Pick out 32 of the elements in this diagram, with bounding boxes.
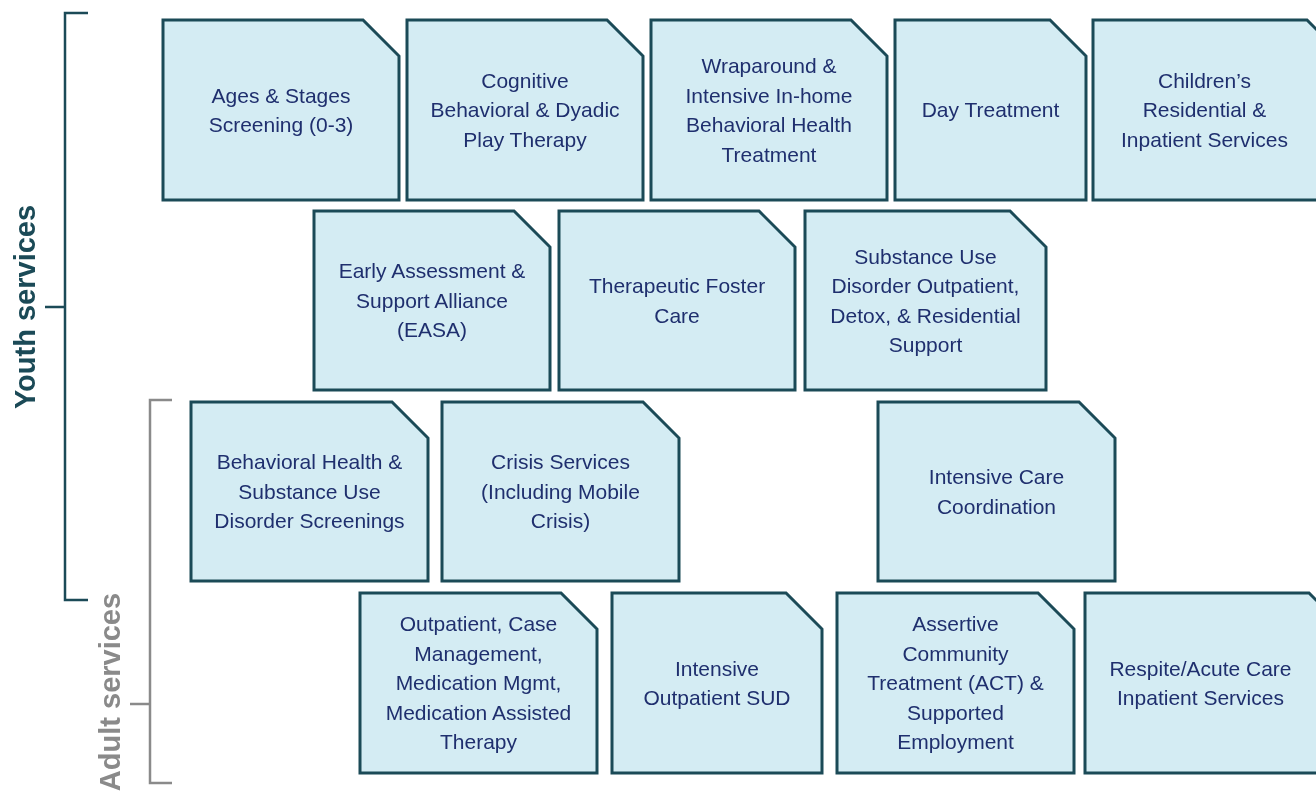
card-text: Cognitive Behavioral & Dyadic Play Therapy: [429, 67, 621, 153]
card-text: Day Treatment: [921, 97, 1060, 124]
service-card: [895, 20, 1086, 200]
service-card: [1093, 20, 1316, 200]
service-card: [314, 211, 550, 390]
card-text: Assertive Community Treatment (ACT) & Supported Employment: [866, 611, 1045, 756]
card-text: Substance Use Disorder Outpatient, Detox, & Residential Support: [829, 243, 1022, 358]
card-text: Intensive Care Coordination: [927, 464, 1066, 520]
service-card: [407, 20, 643, 200]
card-text: Intensive Outpatient SUD: [642, 655, 792, 711]
service-card: [442, 402, 679, 581]
service-card: [360, 593, 597, 773]
service-card: [651, 20, 887, 200]
service-card: [163, 20, 399, 200]
service-card: [612, 593, 822, 773]
service-card: [805, 211, 1046, 390]
group-label: Adult services: [93, 592, 127, 792]
service-card: [559, 211, 795, 390]
service-card: [191, 402, 428, 581]
service-card: [878, 402, 1115, 581]
card-text: Children’s Residential & Inpatient Services: [1120, 67, 1289, 153]
card-text: Therapeutic Foster Care: [587, 273, 767, 329]
card-text: Ages & Stages Screening (0-3): [207, 82, 355, 138]
group-label: Youth services: [8, 204, 42, 410]
card-text: Crisis Services (Including Mobile Crisis): [480, 449, 641, 535]
service-card: [837, 593, 1074, 773]
card-text: Wraparound & Intensive In-home Behavioral Health Treatment: [684, 53, 854, 168]
card-text: Early Assessment & Support Alliance (EASA): [337, 258, 527, 344]
card-text: Respite/Acute Care Inpatient Services: [1108, 655, 1293, 711]
card-text: Outpatient, Case Management, Medication Mgmt, Medication Assisted Therapy: [384, 611, 573, 756]
service-card: [1085, 593, 1316, 773]
card-text: Behavioral Health & Substance Use Disorder Screenings: [213, 449, 406, 535]
